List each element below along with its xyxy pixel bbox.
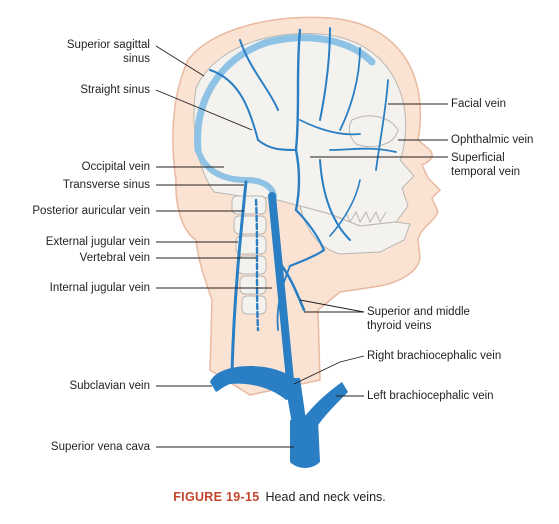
- subclavian-vessel: [210, 366, 300, 400]
- teeth: [345, 210, 387, 224]
- label-external-jugular-vein: External jugular vein: [45, 236, 150, 248]
- cranial-veins: [209, 27, 397, 268]
- label-subclavian-vein: Subclavian vein: [69, 380, 150, 392]
- figure-caption-text: Head and neck veins.: [265, 490, 386, 504]
- superior-sagittal-sinus-vessel: [194, 34, 376, 154]
- label-facial-vein: Facial vein: [451, 98, 506, 110]
- label-internal-jugular-vein: Internal jugular vein: [49, 282, 150, 294]
- vertebral-vessel: [254, 198, 260, 332]
- internal-jugular-vessel: [268, 192, 294, 384]
- label-posterior-auricular-vein: Posterior auricular vein: [32, 205, 150, 217]
- label-superior-middle-thyroid-veins: Superior and middle thyroid veins: [367, 306, 470, 332]
- label-ophthalmic-vein: Ophthalmic vein: [451, 134, 534, 146]
- right-brachiocephalic-vessel: [284, 378, 306, 424]
- neck-veins: [230, 180, 306, 384]
- thyroid-vessels: [280, 264, 306, 312]
- label-superior-sagittal-sinus: Superior sagittal sinus: [66, 39, 150, 65]
- label-vertebral-vein: Vertebral vein: [79, 252, 150, 264]
- label-transverse-sinus: Transverse sinus: [62, 179, 150, 191]
- leader-lines: [155, 45, 448, 448]
- orbit: [348, 115, 399, 148]
- label-occipital-vein: Occipital vein: [81, 161, 150, 173]
- left-brachiocephalic-vessel: [302, 382, 348, 428]
- great-veins: [210, 366, 348, 468]
- label-superficial-temporal-vein: Superficial temporal vein: [451, 152, 521, 178]
- label-right-brachiocephalic-vein: Right brachiocephalic vein: [367, 350, 502, 362]
- figure-caption: FIGURE 19-15 Head and neck veins.: [0, 490, 559, 504]
- figure-number: FIGURE 19-15: [173, 490, 260, 504]
- transverse-sinus-vessel: [195, 147, 277, 199]
- superior-vena-cava-vessel: [290, 420, 320, 468]
- label-superior-vena-cava: Superior vena cava: [50, 441, 150, 453]
- label-straight-sinus: Straight sinus: [80, 84, 150, 96]
- label-left-brachiocephalic-vein: Left brachiocephalic vein: [367, 390, 494, 402]
- external-jugular-vessel: [230, 180, 248, 374]
